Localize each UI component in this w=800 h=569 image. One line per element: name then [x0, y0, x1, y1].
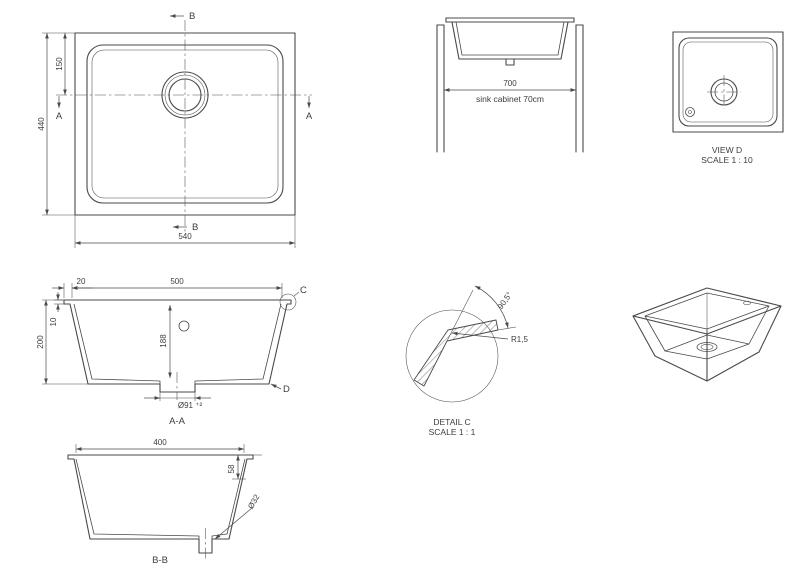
section-label-a-right: A	[306, 111, 313, 122]
view-d: VIEW D SCALE 1 : 10	[672, 31, 784, 165]
aa-dim-200: 200	[36, 335, 45, 349]
bb-dim-drain: Ø32	[246, 492, 262, 510]
isometric-view	[632, 287, 782, 382]
view-d-title: VIEW D	[712, 145, 742, 155]
section-b-b: 400 58 Ø32 B-B	[67, 438, 262, 566]
aa-dim-drain: Ø91 ⁺²	[178, 401, 203, 410]
detail-c-angle: 90,5°	[496, 290, 514, 311]
cabinet-caption: sink cabinet 70cm	[476, 94, 544, 104]
aa-detail-d-label: D	[283, 384, 290, 395]
section-label-a-left: A	[56, 111, 63, 122]
plan-view: B B A A 440 150 540	[37, 11, 313, 248]
cabinet-elevation: 700 sink cabinet 70cm	[436, 17, 584, 153]
detail-c: 90,5° R1,5 DETAIL C SCALE 1 : 1	[405, 285, 528, 437]
section-label-b-bottom: B	[192, 222, 198, 233]
section-label-b-top: B	[189, 11, 195, 22]
aa-dim-20: 20	[77, 277, 86, 286]
aa-dim-188: 188	[159, 334, 168, 348]
bb-title: B-B	[152, 555, 168, 566]
aa-detail-c-label: C	[300, 285, 307, 296]
aa-dim-10: 10	[49, 317, 58, 326]
detail-c-radius: R1,5	[511, 335, 528, 344]
section-a-a: 20 500 10 200 188 Ø91 ⁺² C D A-A	[36, 277, 307, 427]
plan-dim-440: 440	[37, 117, 46, 131]
detail-c-title: DETAIL C	[433, 417, 470, 427]
bb-dim-400: 400	[153, 438, 167, 447]
plan-dim-540: 540	[178, 232, 192, 241]
cabinet-dim-700: 700	[503, 79, 517, 88]
detail-c-scale: SCALE 1 : 1	[429, 427, 476, 437]
view-d-scale: SCALE 1 : 10	[701, 155, 753, 165]
aa-dim-500: 500	[170, 277, 184, 286]
aa-title: A-A	[169, 416, 186, 427]
plan-dim-150: 150	[55, 57, 64, 71]
bb-dim-58: 58	[227, 464, 236, 473]
